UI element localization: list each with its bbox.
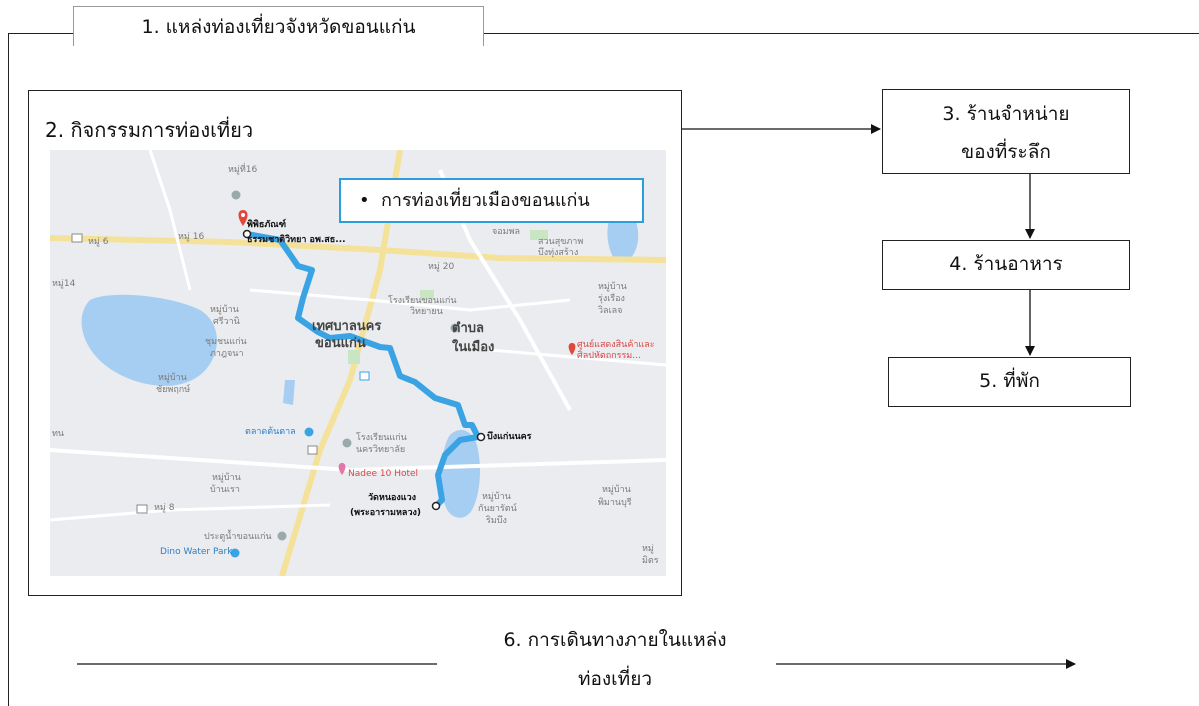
map-callout-text: การท่องเที่ยวเมืองขอนแก่น	[381, 190, 590, 211]
road-shield-2	[307, 445, 318, 455]
map-callout: • การท่องเที่ยวเมืองขอนแก่น	[339, 178, 644, 223]
frame-top-left	[8, 33, 74, 34]
waypoint-museum	[242, 229, 252, 239]
map-label-rungruang3: วิลเลจ	[598, 306, 623, 316]
map-label-phiman: หมู่บ้าน	[602, 485, 631, 495]
pin-north-icon	[231, 190, 241, 200]
pin-school1-icon	[450, 323, 460, 333]
green-patch-3	[420, 290, 434, 300]
map-label-moo14: หมู่14	[52, 279, 76, 289]
map-label-museum-sub: ธรรมชาติวิทยา อพ.สธ...	[247, 235, 346, 245]
map-label-chaiyaphruek2: ชัยพฤกษ์	[156, 385, 191, 395]
map-label-tambon2: ในเมือง	[452, 340, 495, 355]
road-shield-1	[71, 233, 83, 243]
map-label-mitr: หมู่	[642, 544, 654, 554]
map-label-chonmaen2: ภาฎจนา	[210, 349, 244, 359]
map-label-wat: วัดหนองแวง	[368, 493, 417, 503]
map-label-market: ตลาดต้นตาล	[245, 427, 296, 437]
frame-top-right	[484, 33, 1199, 34]
bullet-icon: •	[359, 190, 370, 211]
map-label-shopping: ศูนย์แสดงสินค้าและ	[577, 340, 655, 350]
map-label-kanyarat: หมู่บ้าน	[482, 492, 511, 502]
map-label-school2b: นครวิทยาลัย	[356, 445, 406, 455]
map-label-municipality2: ขอนแก่น	[315, 336, 366, 351]
frame-left	[8, 33, 9, 706]
map-label-moo16: หมู่ 16	[178, 232, 205, 242]
pin-museum-icon	[238, 210, 248, 226]
map-label-school1b: วิทยายน	[410, 307, 443, 317]
map-label-kanyarat3: ริมบึง	[486, 516, 507, 526]
map-label-sriwan2: ศรีวานิ	[213, 317, 240, 327]
pond-small	[283, 380, 295, 405]
map-label-chonmaen: ชุมชนแก่น	[205, 337, 247, 347]
map-label-dino: Dino Water Park	[160, 547, 233, 557]
map-label-park: สวนสุขภาพ	[538, 237, 584, 247]
map-label-shopping2: ศิลปหัตถกรรม...	[577, 351, 641, 361]
lodging-box: 5. ที่พัก	[888, 357, 1131, 407]
waypoint-bueng-kaen-nakhon	[476, 432, 486, 442]
map-label-prasert: ประตูน้ำขอนแก่น	[204, 532, 272, 542]
route-line	[244, 231, 481, 509]
restaurant-label: 4. ร้านอาหาร	[949, 253, 1063, 275]
pin-school2-icon	[342, 438, 352, 448]
map-label-wat2: (พระอารามหลวง)	[350, 508, 422, 518]
map-label-phiman2: พิมานบุรี	[598, 498, 632, 508]
road-ne	[489, 348, 666, 367]
green-patch-1	[348, 350, 360, 364]
travel-line1: 6. การเดินทางภายในแหล่ง	[503, 629, 727, 651]
road-north	[148, 150, 192, 291]
map-label-tha: ทน	[52, 429, 65, 439]
map-label-moo6: หมู่ 6	[88, 237, 109, 247]
souvenir-shop-box: 3. ร้านจำหน่าย ของที่ระลึก	[882, 89, 1130, 174]
restaurant-box: 4. ร้านอาหาร	[882, 240, 1130, 290]
map-label-museum: พิพิธภัณฑ์	[247, 220, 287, 230]
map-label-park2: บึงทุ่งสร้าง	[538, 248, 579, 258]
map-label-rungruang: หมู่บ้าน	[598, 282, 627, 292]
pin-prasert-icon	[277, 531, 287, 541]
map-label-sriwan: หมู่บ้าน	[210, 305, 239, 315]
map-label-rungruang2: รุ่งเรือง	[598, 294, 625, 304]
map-label-tambon: ตำบล	[452, 321, 484, 336]
souvenir-shop-line1: 3. ร้านจำหน่าย	[942, 103, 1070, 125]
pin-hotel-icon	[338, 463, 346, 475]
road-main-ew	[50, 235, 666, 263]
road-south	[50, 448, 666, 473]
map-label-jon: จอมพล	[492, 227, 521, 237]
map-label-moo8: หมู่ 8	[154, 503, 175, 513]
road-shield-4	[136, 504, 148, 514]
road-main-ns	[279, 150, 403, 576]
activity-title: 2. กิจกรรมการท่องเที่ยว	[45, 118, 254, 142]
pin-dino-icon	[230, 548, 240, 558]
souvenir-shop-line2: ของที่ระลึก	[961, 141, 1051, 163]
map-label-chaiyaphruek: หมู่บ้าน	[158, 373, 187, 383]
road-sw	[50, 503, 331, 522]
map-label-municipality: เทศบาลนคร	[312, 319, 382, 334]
map-label-mitr2: มิตร	[642, 556, 659, 566]
section-tab-label: 1. แหล่งท่องเที่ยวจังหวัดขอนแก่น	[141, 16, 416, 38]
pin-museum-dot	[241, 213, 245, 217]
waypoint-wat	[431, 501, 441, 511]
section-tab: 1. แหล่งท่องเที่ยวจังหวัดขอนแก่น	[73, 6, 484, 46]
travel-line2: ท่องเที่ยว	[577, 668, 653, 690]
map-label-banrao2: บ้านเรา	[210, 485, 240, 495]
map-label-kanyarat2: กันยารัตน์	[478, 504, 517, 514]
pin-shopping-icon	[568, 343, 576, 355]
map-label-bueng: บึงแก่นนคร	[487, 432, 532, 442]
map-label-school2: โรงเรียนแก่น	[356, 433, 407, 443]
green-patch-2	[530, 230, 548, 240]
road-inner	[249, 288, 571, 312]
road-shield-3	[359, 371, 370, 381]
map-label-hotel: Nadee 10 Hotel	[348, 469, 419, 479]
map-label-school1: โรงเรียนขอนแก่น	[388, 296, 457, 306]
map-label-banrao: หมู่บ้าน	[212, 473, 241, 483]
map-label-moo16-top: หมู่ที่16	[228, 165, 258, 175]
map-label-moo20: หมู่ 20	[428, 262, 455, 272]
pin-market-icon	[304, 427, 314, 437]
lake-west	[81, 294, 217, 386]
lodging-label: 5. ที่พัก	[979, 370, 1040, 392]
